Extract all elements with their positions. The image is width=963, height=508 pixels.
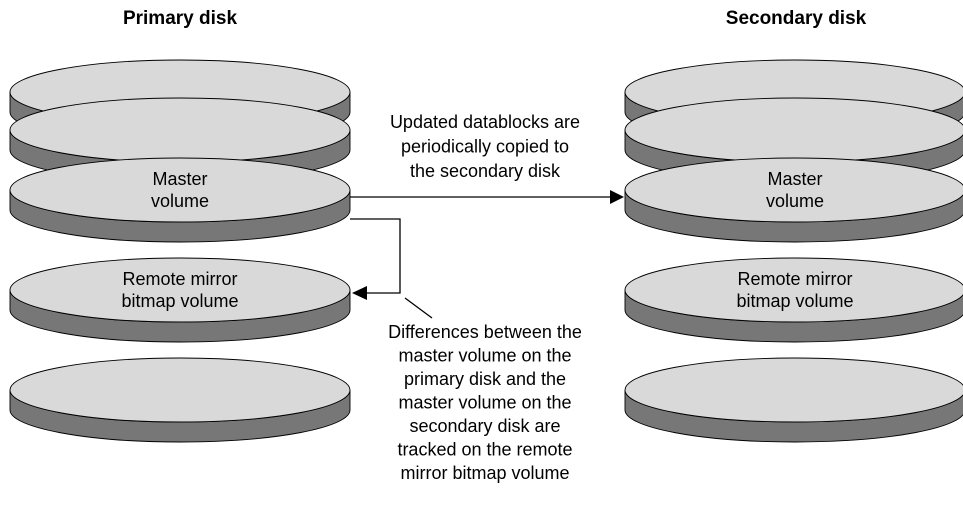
platter-top [624,97,963,163]
platter-top [624,157,963,223]
note-line: mirror bitmap volume [400,463,569,483]
tracking-arrow [350,218,401,300]
volume-label-line: Remote mirror [737,269,852,289]
primary-platter-5 [9,357,351,443]
volume-label-line: bitmap volume [736,291,853,311]
volume-label-line: volume [151,191,209,211]
note-line: master volume on the [398,346,571,366]
volume-label-line: Master [152,169,207,189]
note-line: periodically copied to [401,137,569,157]
note-line: Updated datablocks are [390,112,580,132]
platter-top [624,357,963,423]
note-line: primary disk and the [404,369,566,389]
platter-top [9,157,351,223]
primary-disk-title: Primary disk [123,8,237,29]
volume-label-line: Master [767,169,822,189]
volume-label-line: bitmap volume [121,291,238,311]
platter-top [9,97,351,163]
secondary-platter-5 [624,357,963,443]
note-line: master volume on the [398,393,571,413]
platter-top [624,257,963,323]
volume-label-line: Remote mirror [122,269,237,289]
note-line: tracked on the remote [397,440,572,460]
copy-arrow [350,190,624,204]
volume-label-line: volume [766,191,824,211]
platter-top [9,257,351,323]
tracking-note: Differences between the master volume on … [388,322,582,483]
note-line: the secondary disk [410,161,561,181]
note-line: Differences between the [388,322,582,342]
note-pointer-line [404,297,433,319]
platter-top [9,357,351,423]
note-line: secondary disk are [409,416,560,436]
copy-note: Updated datablocks are periodically copie… [390,112,580,181]
secondary-disk-title: Secondary disk [726,8,867,29]
